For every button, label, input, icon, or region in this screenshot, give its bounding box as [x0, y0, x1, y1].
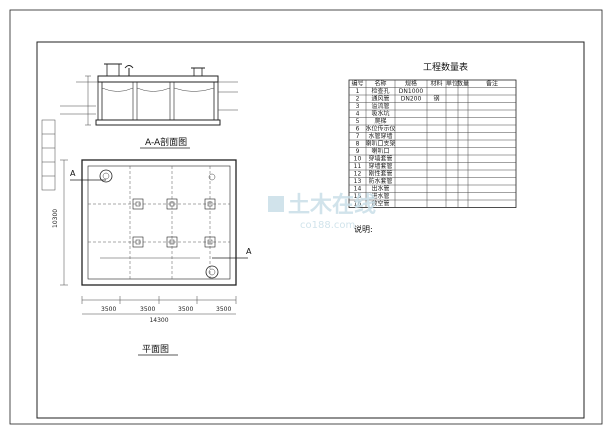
table-cell: 水管穿墙: [368, 132, 392, 140]
table-cell: 吸水坑: [371, 110, 389, 118]
section-marker-left: A: [70, 169, 76, 178]
table-cell: 防水套管: [368, 177, 392, 185]
manhole-icon: [99, 169, 113, 183]
drawing-frame: [36, 41, 585, 419]
table-cell: 8: [356, 141, 360, 148]
quantity-table: 编号 名称 规格 材料单位数量 备注 1 检查孔 DN1000 2 通风管 DN200 钢 3 溢流管 4 吸…: [348, 79, 517, 208]
dim-plan-height: 10300: [52, 209, 59, 228]
table-cell: 喇叭口支架: [365, 140, 395, 148]
dim-segment: 3500: [101, 306, 116, 313]
table-cell: 16: [354, 201, 362, 208]
table-header-cell: 备注: [486, 80, 498, 88]
notes-title: 说明:: [354, 224, 373, 234]
dim-segment: 3500: [140, 306, 155, 313]
table-cell: DN200: [401, 96, 422, 103]
table-cell: 9: [356, 148, 360, 155]
table-cell: 2: [356, 96, 360, 103]
sheet-border: [9, 9, 603, 425]
table-cell: 5: [356, 118, 360, 125]
table-cell: 7: [356, 133, 360, 140]
dim-segment: 3500: [178, 306, 193, 313]
table-cell: 喇叭口: [371, 147, 389, 155]
table-cell: 爬梯: [374, 117, 386, 125]
table-cell: 放空管: [371, 200, 389, 208]
plan-view: [60, 159, 248, 315]
table-cell: 钢: [433, 95, 439, 103]
table-cell: 穿墙套管: [368, 162, 392, 170]
table-cell: 6: [356, 126, 360, 133]
table-cell: 检查孔: [371, 87, 389, 95]
table-cell: 穿墙套管: [368, 155, 392, 163]
table-cell: 14: [354, 186, 362, 193]
section-view: [60, 63, 238, 126]
manhole-icon: [205, 265, 219, 279]
column-footing: [132, 198, 216, 248]
dim-segment: 3500: [216, 306, 231, 313]
watermark-main: 土木在线: [288, 192, 376, 218]
dim-plan-width: 14300: [149, 317, 168, 324]
table-header-cell: 数量: [457, 80, 469, 88]
table-header-cell: 编号: [351, 80, 363, 88]
table-cell: 刚性套管: [368, 170, 392, 178]
table-header-cell: 材料: [430, 80, 442, 88]
table-cell: 13: [354, 178, 362, 185]
table-cell: 4: [356, 111, 360, 118]
table-header-cell: 规格: [405, 80, 417, 88]
section-marker-right: A: [246, 247, 252, 256]
table-cell: 1: [356, 88, 360, 95]
table-cell: 12: [354, 171, 362, 178]
table-cell: 水位传示仪: [365, 125, 395, 133]
table-header-cell: 单位: [446, 80, 458, 88]
section-title: A-A剖面图: [145, 136, 187, 148]
table-header-cell: 名称: [374, 80, 386, 88]
quantity-table-title: 工程数量表: [423, 61, 468, 73]
plan-title: 平面图: [142, 344, 169, 355]
table-cell: 15: [354, 193, 362, 200]
table-cell: 11: [354, 163, 362, 170]
table-cell: 3: [356, 103, 360, 110]
watermark: 土木在线 co188.com: [268, 192, 376, 231]
table-cell: 出水管: [371, 185, 389, 193]
table-cell: 通风管: [371, 95, 389, 103]
table-cell: 溢流管: [371, 102, 389, 110]
table-cell: DN1000: [399, 88, 424, 95]
table-cell: 10: [354, 156, 362, 163]
title-block-strip: [41, 119, 56, 191]
table-cell: 进水管: [371, 192, 389, 200]
watermark-sub: co188.com: [300, 220, 355, 231]
